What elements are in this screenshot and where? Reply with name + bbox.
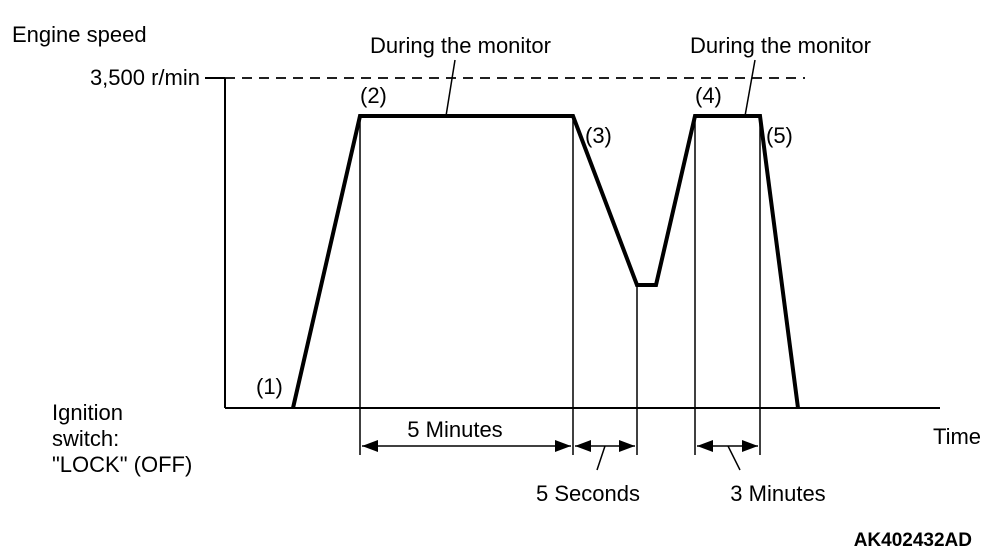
interval-5-seconds-label: 5 Seconds [536,481,640,506]
speed-level-label: 3,500 r/min [90,65,200,90]
point-1-label: (1) [256,374,283,399]
y-axis-label: Engine speed [12,22,147,47]
ignition-label-line-3: "LOCK" (OFF) [52,452,192,477]
engine-speed-profile [291,114,800,409]
dimension-5-minutes [362,440,571,452]
ignition-label-line-2: switch: [52,426,119,451]
point-4-label: (4) [695,83,722,108]
dimension-3-minutes [697,440,758,471]
dimension-5-seconds [575,440,635,471]
time-label: Time [933,424,981,449]
point-2-label: (2) [360,83,387,108]
interval-3-minutes-label: 3 Minutes [730,481,825,506]
monitor-2-leader [744,59,756,117]
interval-5-minutes-label: 5 Minutes [407,417,502,442]
point-3-label: (3) [585,123,612,148]
point-5-label: (5) [766,123,793,148]
monitor-label-1: During the monitor [370,33,551,58]
monitor-label-2: During the monitor [690,33,871,58]
figure-code: AK402432AD [854,530,972,551]
ignition-label-line-1: Ignition [52,400,123,425]
monitor-1-leader [445,59,456,117]
